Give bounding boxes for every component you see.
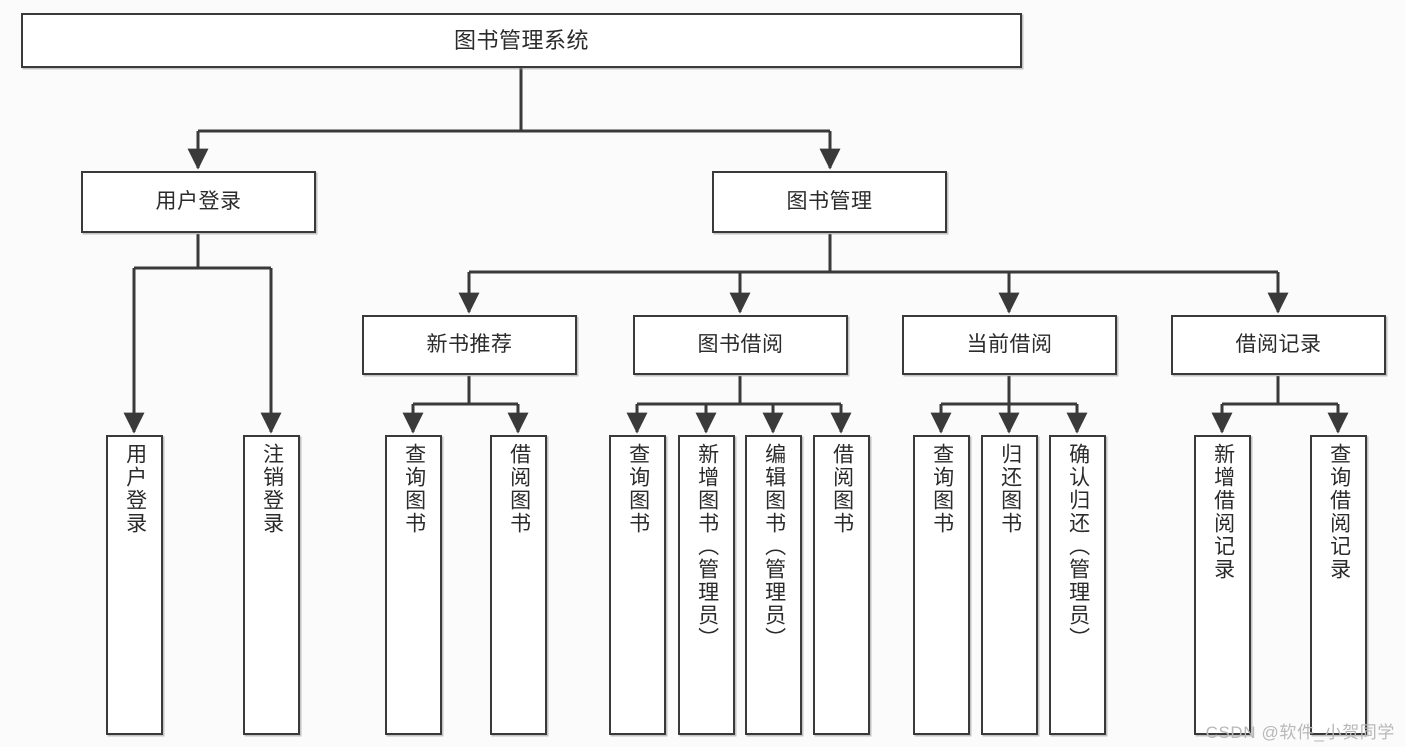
node-borrow-record-label: 借阅记录 bbox=[1235, 332, 1322, 356]
node-borrow-record[interactable]: 借阅记录 bbox=[1171, 315, 1386, 375]
node-user-login-label: 用户登录 bbox=[155, 189, 242, 213]
node-book-manage[interactable]: 图书管理 bbox=[712, 171, 947, 233]
node-book-borrow-label: 图书借阅 bbox=[697, 332, 784, 356]
node-leaf-query-book-1[interactable]: 查询图书 bbox=[385, 435, 442, 735]
node-leaf-user-login[interactable]: 用户登录 bbox=[106, 435, 163, 735]
node-leaf-add-borrow-record[interactable]: 新增借阅记录 bbox=[1194, 435, 1251, 735]
node-leaf-add-book-admin[interactable]: 新增图书（管理员） bbox=[678, 435, 735, 735]
node-root-label: 图书管理系统 bbox=[453, 27, 589, 53]
node-leaf-borrow-book-2-label: 借阅图书 bbox=[830, 443, 854, 535]
node-leaf-edit-book-admin[interactable]: 编辑图书（管理员） bbox=[745, 435, 802, 735]
node-current-borrow[interactable]: 当前借阅 bbox=[902, 315, 1117, 375]
node-leaf-confirm-return-admin[interactable]: 确认归还（管理员） bbox=[1049, 435, 1106, 735]
node-root[interactable]: 图书管理系统 bbox=[21, 13, 1022, 68]
node-leaf-logout-login-label: 注销登录 bbox=[260, 443, 284, 535]
node-leaf-confirm-return-admin-label: 确认归还（管理员） bbox=[1066, 443, 1090, 650]
node-leaf-query-book-3[interactable]: 查询图书 bbox=[913, 435, 970, 735]
node-leaf-query-book-1-label: 查询图书 bbox=[402, 443, 426, 535]
node-leaf-edit-book-admin-label: 编辑图书（管理员） bbox=[762, 443, 786, 650]
node-leaf-return-book-label: 归还图书 bbox=[998, 443, 1022, 535]
node-leaf-borrow-book-1[interactable]: 借阅图书 bbox=[490, 435, 547, 735]
node-leaf-borrow-book-2[interactable]: 借阅图书 bbox=[813, 435, 870, 735]
node-leaf-user-login-label: 用户登录 bbox=[123, 443, 147, 535]
watermark: CSDN @软件_小贺同学 bbox=[1205, 723, 1395, 742]
node-new-book-recommend[interactable]: 新书推荐 bbox=[362, 315, 577, 375]
node-leaf-logout-login[interactable]: 注销登录 bbox=[243, 435, 300, 735]
node-leaf-query-book-3-label: 查询图书 bbox=[930, 443, 954, 535]
node-book-borrow[interactable]: 图书借阅 bbox=[633, 315, 848, 375]
node-user-login[interactable]: 用户登录 bbox=[81, 171, 316, 233]
node-leaf-query-book-2-label: 查询图书 bbox=[626, 443, 650, 535]
node-leaf-return-book[interactable]: 归还图书 bbox=[981, 435, 1038, 735]
node-book-manage-label: 图书管理 bbox=[786, 189, 873, 213]
node-leaf-query-borrow-record-label: 查询借阅记录 bbox=[1327, 443, 1351, 581]
node-leaf-add-book-admin-label: 新增图书（管理员） bbox=[695, 443, 719, 650]
node-leaf-borrow-book-1-label: 借阅图书 bbox=[507, 443, 531, 535]
node-current-borrow-label: 当前借阅 bbox=[966, 332, 1053, 356]
node-leaf-query-book-2[interactable]: 查询图书 bbox=[609, 435, 666, 735]
node-leaf-query-borrow-record[interactable]: 查询借阅记录 bbox=[1310, 435, 1367, 735]
node-leaf-add-borrow-record-label: 新增借阅记录 bbox=[1211, 443, 1235, 581]
node-new-book-recommend-label: 新书推荐 bbox=[426, 332, 513, 356]
